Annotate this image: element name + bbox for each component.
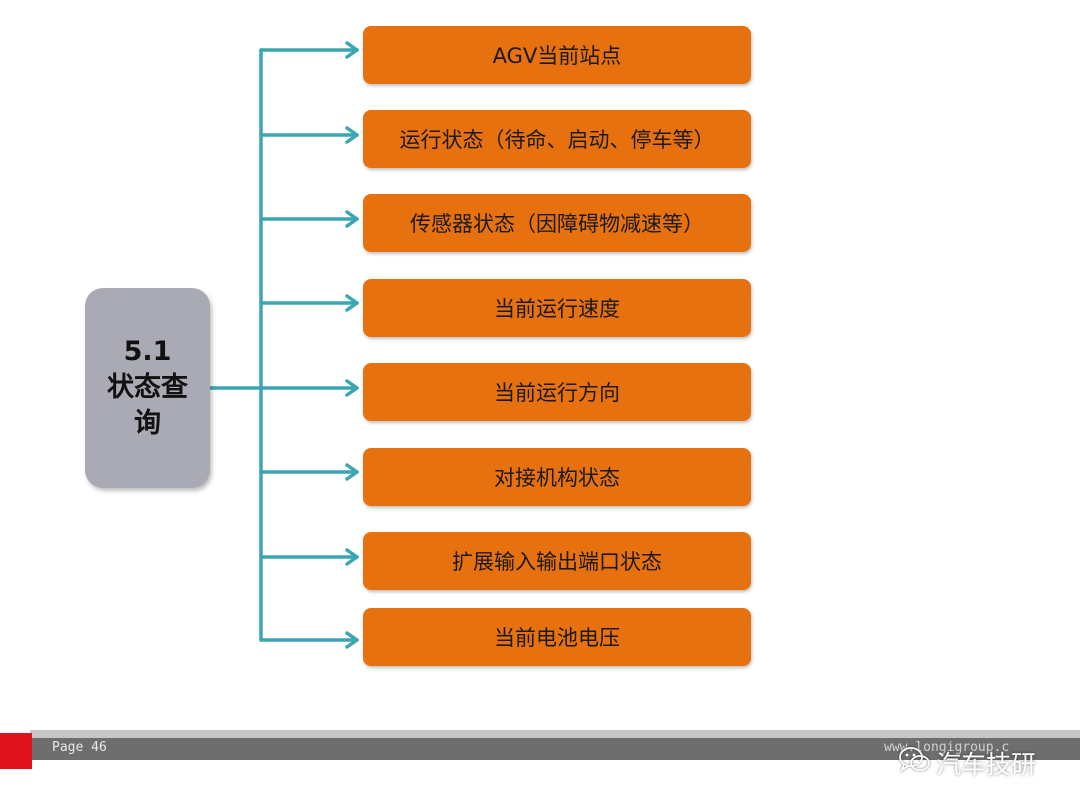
root-node-line-3: 询 — [134, 408, 161, 439]
page-number: Page 46 — [52, 740, 107, 755]
footer-divider — [30, 730, 1080, 738]
item-running-state: 运行状态（待命、启动、停车等） — [363, 110, 751, 168]
item-agv-current-station: AGV当前站点 — [363, 26, 751, 84]
item-io-port-state: 扩展输入输出端口状态 — [363, 532, 751, 590]
footer-bar — [30, 738, 1080, 760]
wechat-icon — [899, 747, 930, 773]
root-node-line-1: 5.1 — [123, 336, 172, 367]
footer-red-marker — [0, 733, 32, 769]
root-node-line-2: 状态查 — [107, 372, 188, 403]
item-current-speed: 当前运行速度 — [363, 279, 751, 337]
item-docking-mechanism: 对接机构状态 — [363, 448, 751, 506]
item-battery-voltage: 当前电池电压 — [363, 608, 751, 666]
footer-website: www.longigroup.c — [884, 740, 1010, 755]
item-current-direction: 当前运行方向 — [363, 363, 751, 421]
root-node-status-query: 5.1 状态查 询 — [85, 288, 210, 488]
item-sensor-state: 传感器状态（因障碍物减速等） — [363, 194, 751, 252]
watermark-text: 汽车技研 — [936, 750, 1037, 779]
